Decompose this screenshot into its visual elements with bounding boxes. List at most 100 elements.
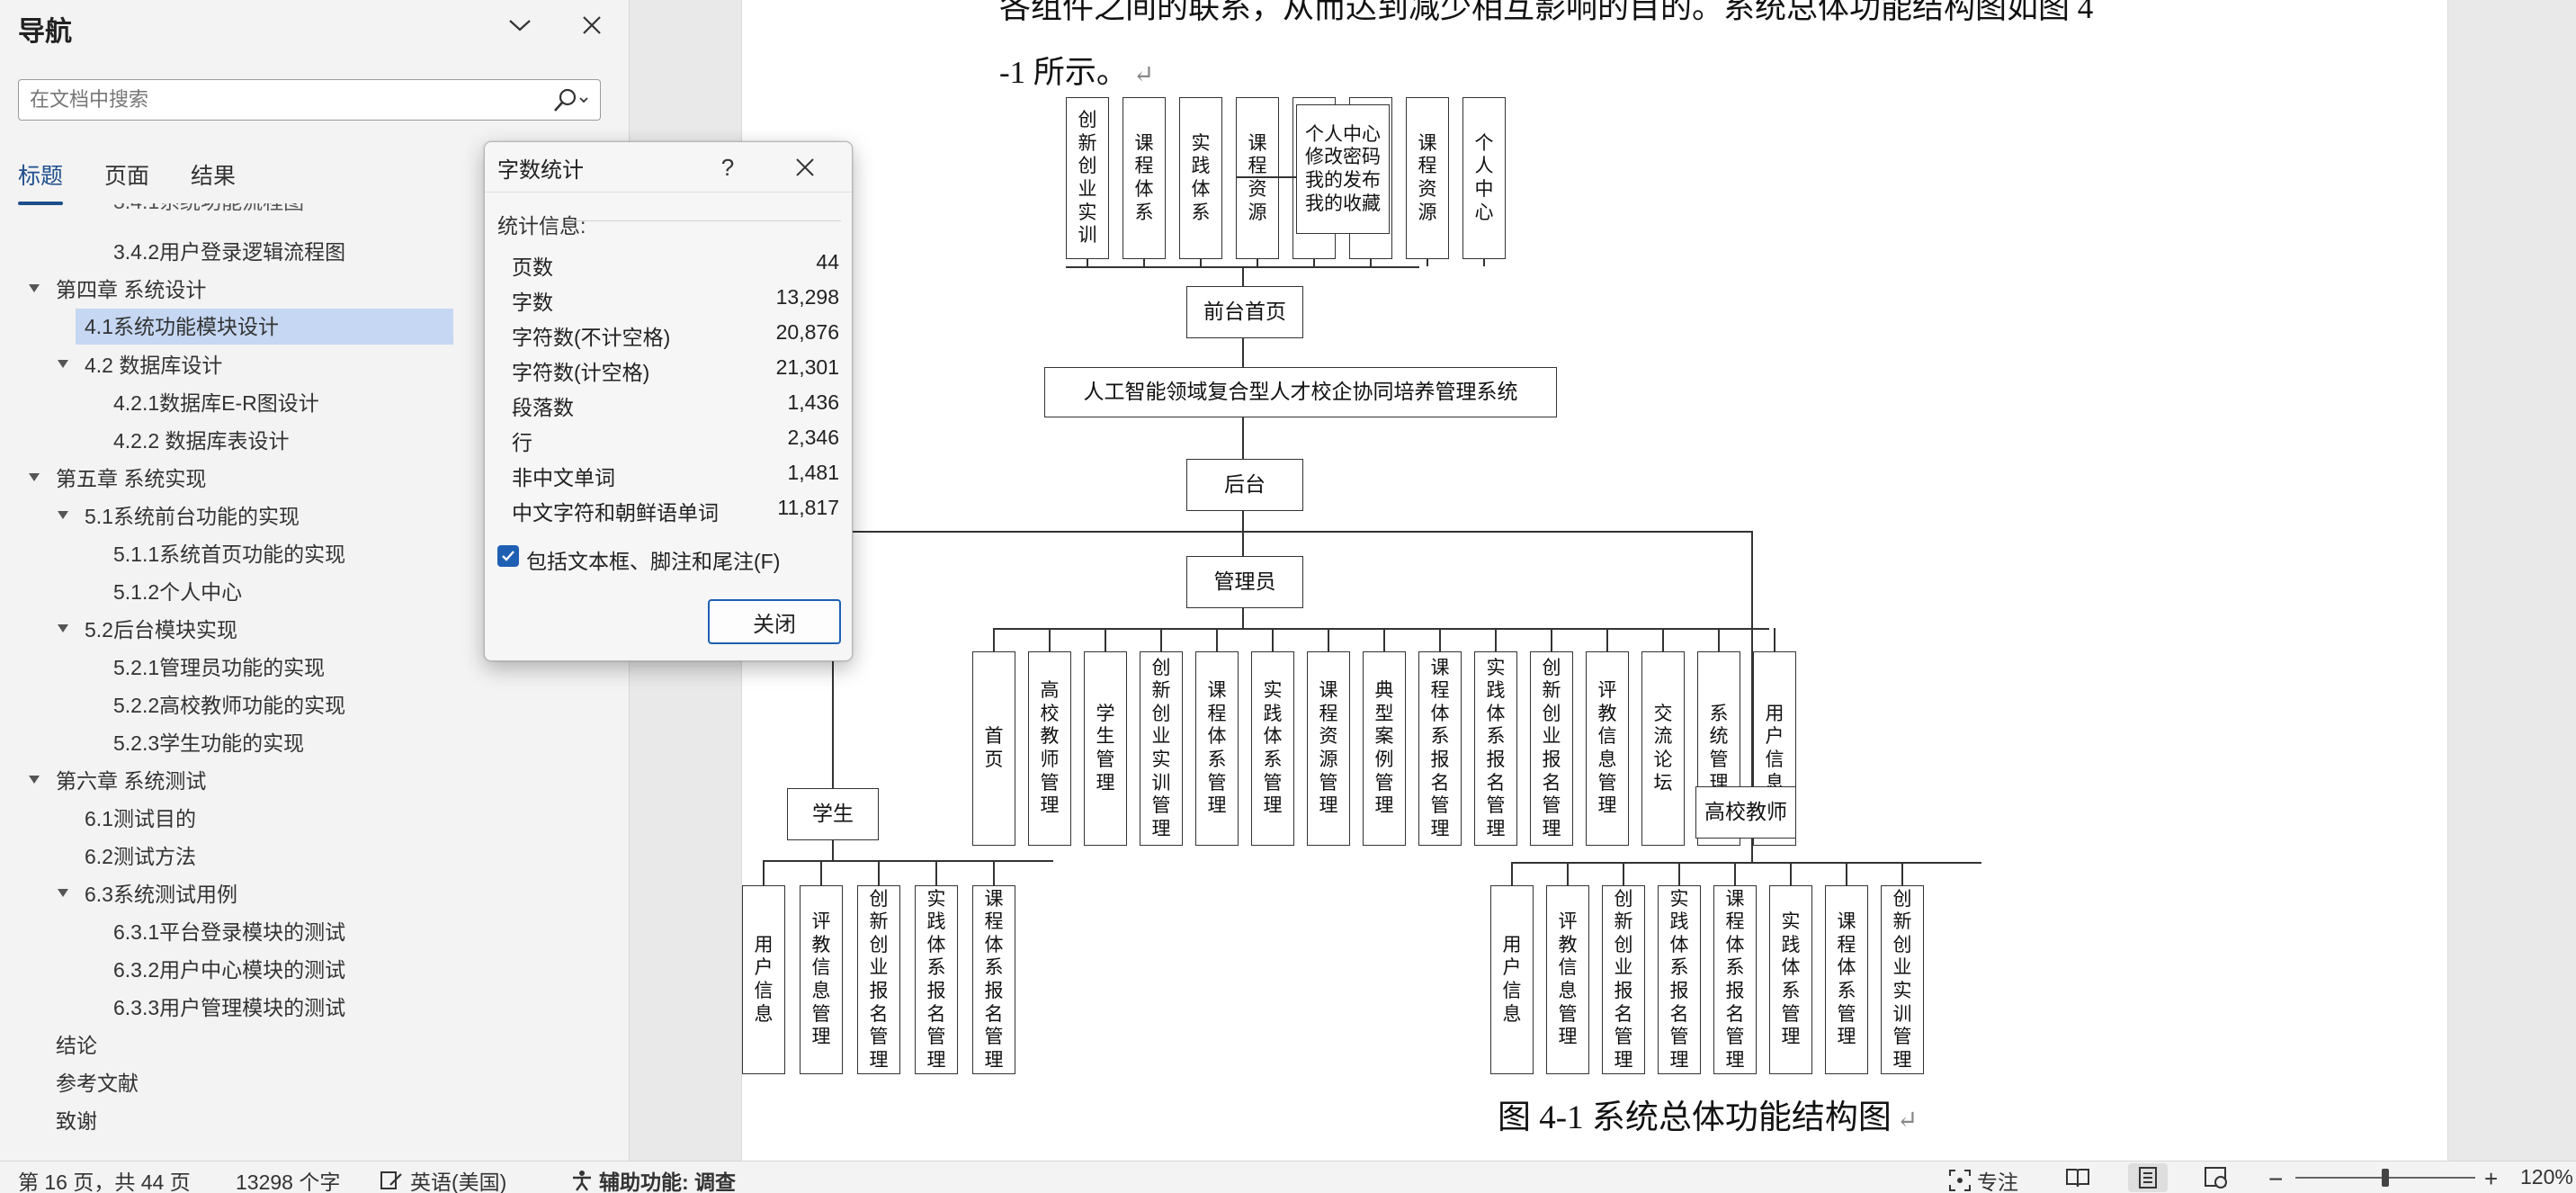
- web-layout-button[interactable]: [2196, 1163, 2236, 1192]
- collapse-arrow-icon[interactable]: [58, 889, 68, 897]
- module-char: 创: [869, 887, 889, 910]
- proofing-status[interactable]: 英语(美国): [380, 1165, 506, 1193]
- include-textboxes-checkbox[interactable]: [497, 545, 519, 567]
- stat-row: 中文字符和朝鲜语单词 11,817: [512, 490, 839, 525]
- module-char: 教: [1040, 725, 1060, 748]
- teacher-module-box: 创新创业报名管理: [1602, 885, 1645, 1074]
- nav-item[interactable]: 第四章 系统设计: [56, 278, 207, 301]
- connector-line: [1242, 417, 1244, 459]
- module-char: 理: [1486, 817, 1506, 839]
- zoom-level[interactable]: 120%: [2520, 1165, 2573, 1189]
- connector-line: [1846, 862, 1847, 885]
- close-button[interactable]: 关闭: [708, 599, 841, 644]
- collapse-arrow-icon[interactable]: [58, 624, 68, 632]
- module-char: 训: [1151, 771, 1171, 794]
- connector-line: [1427, 259, 1428, 266]
- accessibility-status[interactable]: 辅助功能: 调查: [570, 1165, 736, 1193]
- connector-line: [1718, 628, 1720, 651]
- search-options-button[interactable]: [544, 85, 595, 114]
- connector-line: [994, 628, 1769, 630]
- tab-pages[interactable]: 页面: [104, 164, 150, 189]
- module-char: 管: [1837, 1002, 1856, 1025]
- body-text: -1 所示。: [999, 55, 1128, 90]
- module-char: 资: [1418, 178, 1437, 200]
- module-char: 管: [1781, 1002, 1801, 1025]
- web-layout-icon: [2205, 1167, 2227, 1189]
- nav-item[interactable]: 5.2后台模块实现: [85, 618, 237, 641]
- module-char: 信: [1597, 725, 1617, 748]
- nav-item[interactable]: 第六章 系统测试: [56, 769, 207, 793]
- collapse-arrow-icon[interactable]: [58, 511, 68, 519]
- nav-item[interactable]: 6.2测试方法: [85, 845, 196, 868]
- nav-item[interactable]: 5.1.2个人中心: [113, 580, 243, 604]
- dialog-title: 字数统计: [497, 158, 584, 183]
- module-char: 管: [1597, 771, 1617, 794]
- nav-item[interactable]: 6.1测试目的: [85, 807, 196, 830]
- student-module-box: 实践体系报名管理: [915, 885, 958, 1074]
- collapse-arrow-icon[interactable]: [29, 776, 40, 784]
- student-module-box: 用户信息: [742, 885, 785, 1074]
- module-char: 践: [1263, 702, 1283, 724]
- module-char: 体: [1430, 702, 1450, 724]
- nav-item[interactable]: 4.2 数据库设计: [85, 354, 223, 377]
- connector-line: [1237, 176, 1296, 178]
- search-input[interactable]: [30, 80, 542, 120]
- nav-item-selected[interactable]: 4.1系统功能模块设计: [76, 309, 453, 345]
- nav-close-button[interactable]: [576, 11, 608, 40]
- nav-item[interactable]: 5.2.2高校教师功能的实现: [113, 694, 346, 717]
- nav-item[interactable]: 6.3.2用户中心模块的测试: [113, 958, 346, 982]
- nav-item[interactable]: 5.2.3学生功能的实现: [113, 731, 305, 755]
- stat-value: 11,817: [777, 496, 839, 519]
- read-mode-button[interactable]: [2058, 1163, 2097, 1192]
- document-page[interactable]: 各组件之间的联系，从而达到减少相互影响的目的。系统总体功能结构图如图 4 -1 …: [741, 0, 2448, 1161]
- module-char: 理: [1430, 817, 1450, 839]
- zoom-slider-thumb[interactable]: [2382, 1169, 2389, 1187]
- tab-results[interactable]: 结果: [191, 164, 237, 189]
- nav-item[interactable]: 6.3系统测试用例: [85, 883, 237, 906]
- connector-line: [935, 860, 937, 885]
- collapse-arrow-icon[interactable]: [29, 473, 40, 481]
- print-layout-button[interactable]: [2128, 1163, 2168, 1192]
- nav-item[interactable]: 5.2.1管理员功能的实现: [113, 656, 326, 679]
- module-char: 信: [754, 980, 774, 1001]
- zoom-out-button[interactable]: −: [2268, 1165, 2284, 1193]
- collapse-arrow-icon[interactable]: [58, 360, 68, 368]
- word-count-status[interactable]: 13298 个字: [236, 1171, 341, 1193]
- nav-item[interactable]: 5.1系统前台功能的实现: [85, 505, 300, 528]
- connector-line: [1242, 338, 1244, 367]
- nav-item[interactable]: 6.3.3用户管理模块的测试: [113, 996, 346, 1019]
- help-button[interactable]: ?: [720, 153, 735, 181]
- module-char: 理: [1781, 1026, 1801, 1048]
- nav-item[interactable]: 结论: [56, 1034, 97, 1057]
- stat-label: 中文字符和朝鲜语单词: [512, 501, 719, 525]
- focus-button[interactable]: 专注: [1948, 1165, 2018, 1193]
- zoom-in-button[interactable]: +: [2484, 1165, 2499, 1192]
- dialog-titlebar[interactable]: 字数统计 ?: [485, 142, 852, 193]
- page-info[interactable]: 第 16 页，共 44 页: [18, 1171, 191, 1193]
- teacher-module-box: 课程体系报名管理: [1713, 885, 1757, 1074]
- module-char: 资: [1248, 178, 1267, 200]
- module-char: 案: [1374, 725, 1394, 748]
- nav-item[interactable]: 致谢: [56, 1109, 97, 1133]
- nav-item[interactable]: 4.2.1数据库E-R图设计: [113, 391, 319, 415]
- dialog-close-button[interactable]: [787, 149, 823, 185]
- document-area[interactable]: 各组件之间的联系，从而达到减少相互影响的目的。系统总体功能结构图如图 4 -1 …: [630, 0, 2576, 1161]
- nav-item[interactable]: 3.4.2用户登录逻辑流程图: [113, 240, 346, 264]
- nav-options-button[interactable]: [504, 11, 536, 40]
- nav-item[interactable]: 5.1.1系统首页功能的实现: [113, 543, 346, 566]
- checkbox-label[interactable]: 包括文本框、脚注和尾注(F): [526, 550, 781, 573]
- nav-item[interactable]: 参考文献: [56, 1072, 139, 1095]
- teacher-module-box: 实践体系报名管理: [1658, 885, 1701, 1074]
- module-char: 心: [1474, 201, 1494, 223]
- collapse-arrow-icon[interactable]: [29, 284, 40, 292]
- nav-item[interactable]: 第五章 系统实现: [56, 467, 207, 490]
- tab-headings[interactable]: 标题: [18, 158, 64, 205]
- stat-row: 字符数(不计空格)20,876: [512, 315, 839, 349]
- close-icon: [796, 158, 814, 176]
- nav-item[interactable]: 6.3.1平台登录模块的测试: [113, 920, 346, 944]
- stat-value: 1,436: [787, 390, 839, 414]
- stat-value: 44: [816, 250, 839, 274]
- stat-value: 13,298: [775, 285, 839, 309]
- nav-item[interactable]: 4.2.2 数据库表设计: [113, 429, 290, 453]
